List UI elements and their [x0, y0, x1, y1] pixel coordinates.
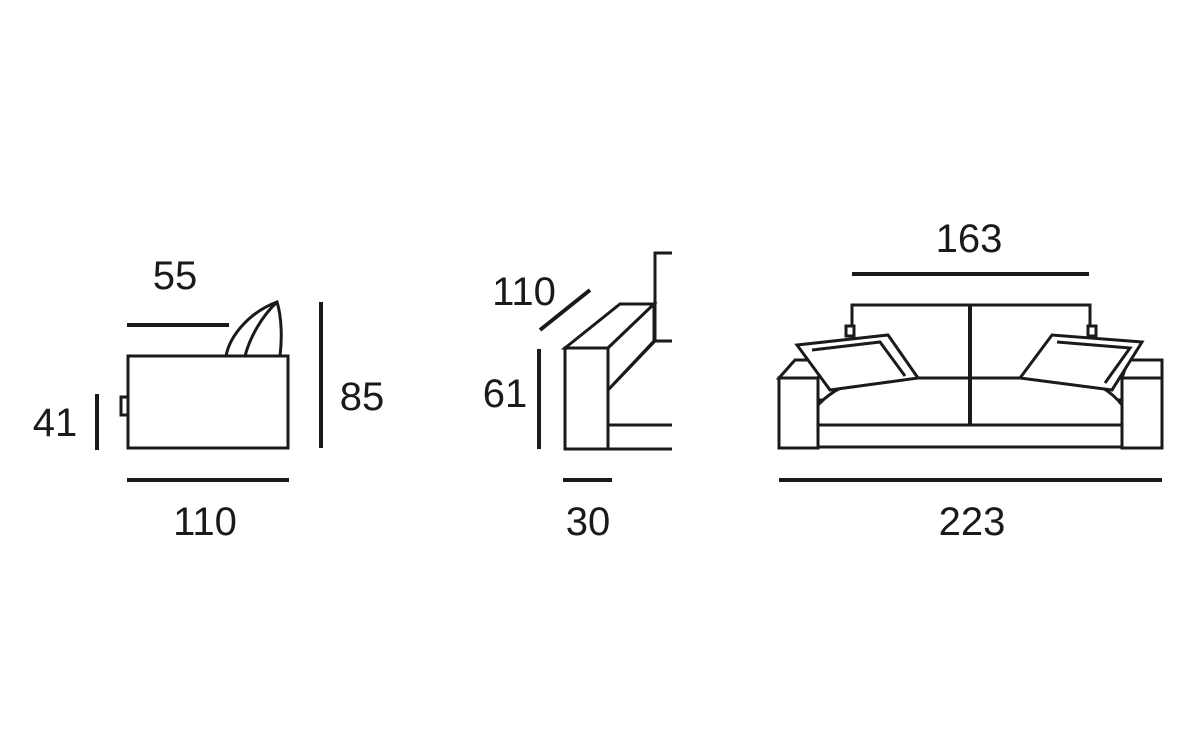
arm-height-label: 61 — [483, 372, 528, 416]
detail-back-frame — [653, 251, 672, 318]
front-pillow-left-seam — [811, 340, 907, 377]
front-pillow-right-seam — [1056, 340, 1133, 384]
detail-arm-front — [563, 346, 610, 451]
arm-detail-view: 110 61 30 — [483, 251, 672, 544]
seat-depth-label: 55 — [153, 254, 198, 298]
front-view: 163 223 — [775, 217, 1164, 544]
side-handle — [119, 395, 130, 417]
side-view: 55 41 85 110 — [33, 254, 385, 544]
side-back-cushion — [224, 300, 283, 358]
front-back-tab-right — [1086, 324, 1098, 338]
side-cushion-fold — [243, 300, 279, 357]
front-left-arm — [777, 376, 820, 450]
side-body — [126, 354, 290, 450]
seat-height-label: 41 — [33, 401, 78, 445]
total-height-label: 85 — [340, 375, 385, 419]
front-back-tab-left — [844, 324, 856, 338]
diagonal-depth-line — [538, 288, 592, 332]
diagonal-depth-label: 110 — [492, 270, 556, 314]
total-depth-label: 110 — [173, 500, 237, 544]
arm-width-label: 30 — [566, 500, 611, 544]
front-right-arm — [1120, 376, 1164, 450]
seat-width-label: 163 — [936, 217, 1003, 261]
total-width-label: 223 — [939, 500, 1006, 544]
